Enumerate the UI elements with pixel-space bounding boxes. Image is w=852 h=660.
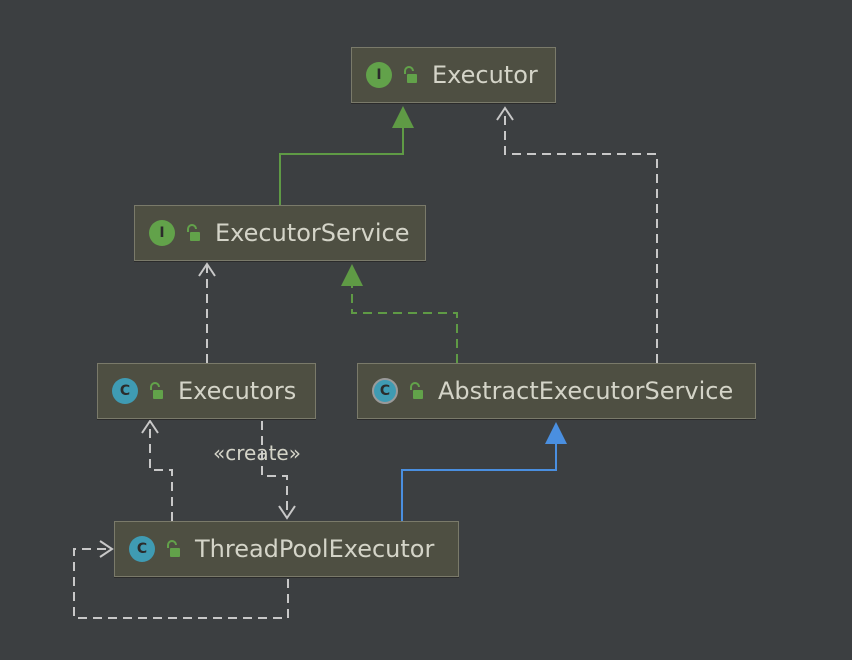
edge-label-create: «create»	[213, 441, 301, 465]
class-box-executorservice[interactable]: I ExecutorService	[134, 205, 426, 261]
edge-executors-to-executorservice	[198, 262, 216, 363]
class-icon: C	[129, 536, 155, 562]
interface-icon: I	[149, 220, 175, 246]
filled-triangle-arrowhead-icon	[392, 106, 414, 128]
edge-threadpoolexecutor-to-executors	[141, 419, 173, 521]
class-icon: C	[112, 378, 138, 404]
abstract-class-icon: C	[372, 378, 398, 404]
filled-triangle-arrowhead-icon	[341, 264, 363, 286]
class-name: AbstractExecutorService	[438, 377, 734, 405]
filled-triangle-arrowhead-icon	[545, 422, 567, 444]
open-arrowhead-icon	[99, 540, 114, 558]
edge-threadpoolexecutor-extends-abstractexecutorservice	[401, 422, 567, 521]
open-arrowhead-icon	[496, 106, 514, 121]
edge-executors-create-threadpoolexecutor	[261, 421, 296, 520]
edge-threadpoolexecutor-self	[73, 540, 289, 619]
unlocked-icon	[150, 382, 163, 399]
unlocked-icon	[167, 540, 180, 557]
open-arrowhead-icon	[278, 505, 296, 520]
interface-icon: I	[366, 62, 392, 88]
class-name: ExecutorService	[215, 219, 410, 247]
class-box-abstractexecutorservice[interactable]: C AbstractExecutorService	[357, 363, 756, 419]
unlocked-icon	[404, 66, 417, 83]
class-name: ThreadPoolExecutor	[195, 535, 435, 563]
class-name: Executors	[178, 377, 297, 405]
class-box-threadpoolexecutor[interactable]: C ThreadPoolExecutor	[114, 521, 459, 577]
unlocked-icon	[410, 382, 423, 399]
edge-executorservice-extends-executor	[279, 106, 414, 205]
edge-abstractexecutorservice-implements-executorservice	[341, 264, 458, 363]
class-name: Executor	[432, 61, 538, 89]
edge-abstractexecutorservice-to-executor	[496, 106, 658, 363]
class-box-executors[interactable]: C Executors	[97, 363, 316, 419]
unlocked-icon	[187, 224, 200, 241]
open-arrowhead-icon	[198, 262, 216, 277]
class-box-executor[interactable]: I Executor	[351, 47, 556, 103]
open-arrowhead-icon	[141, 419, 159, 434]
